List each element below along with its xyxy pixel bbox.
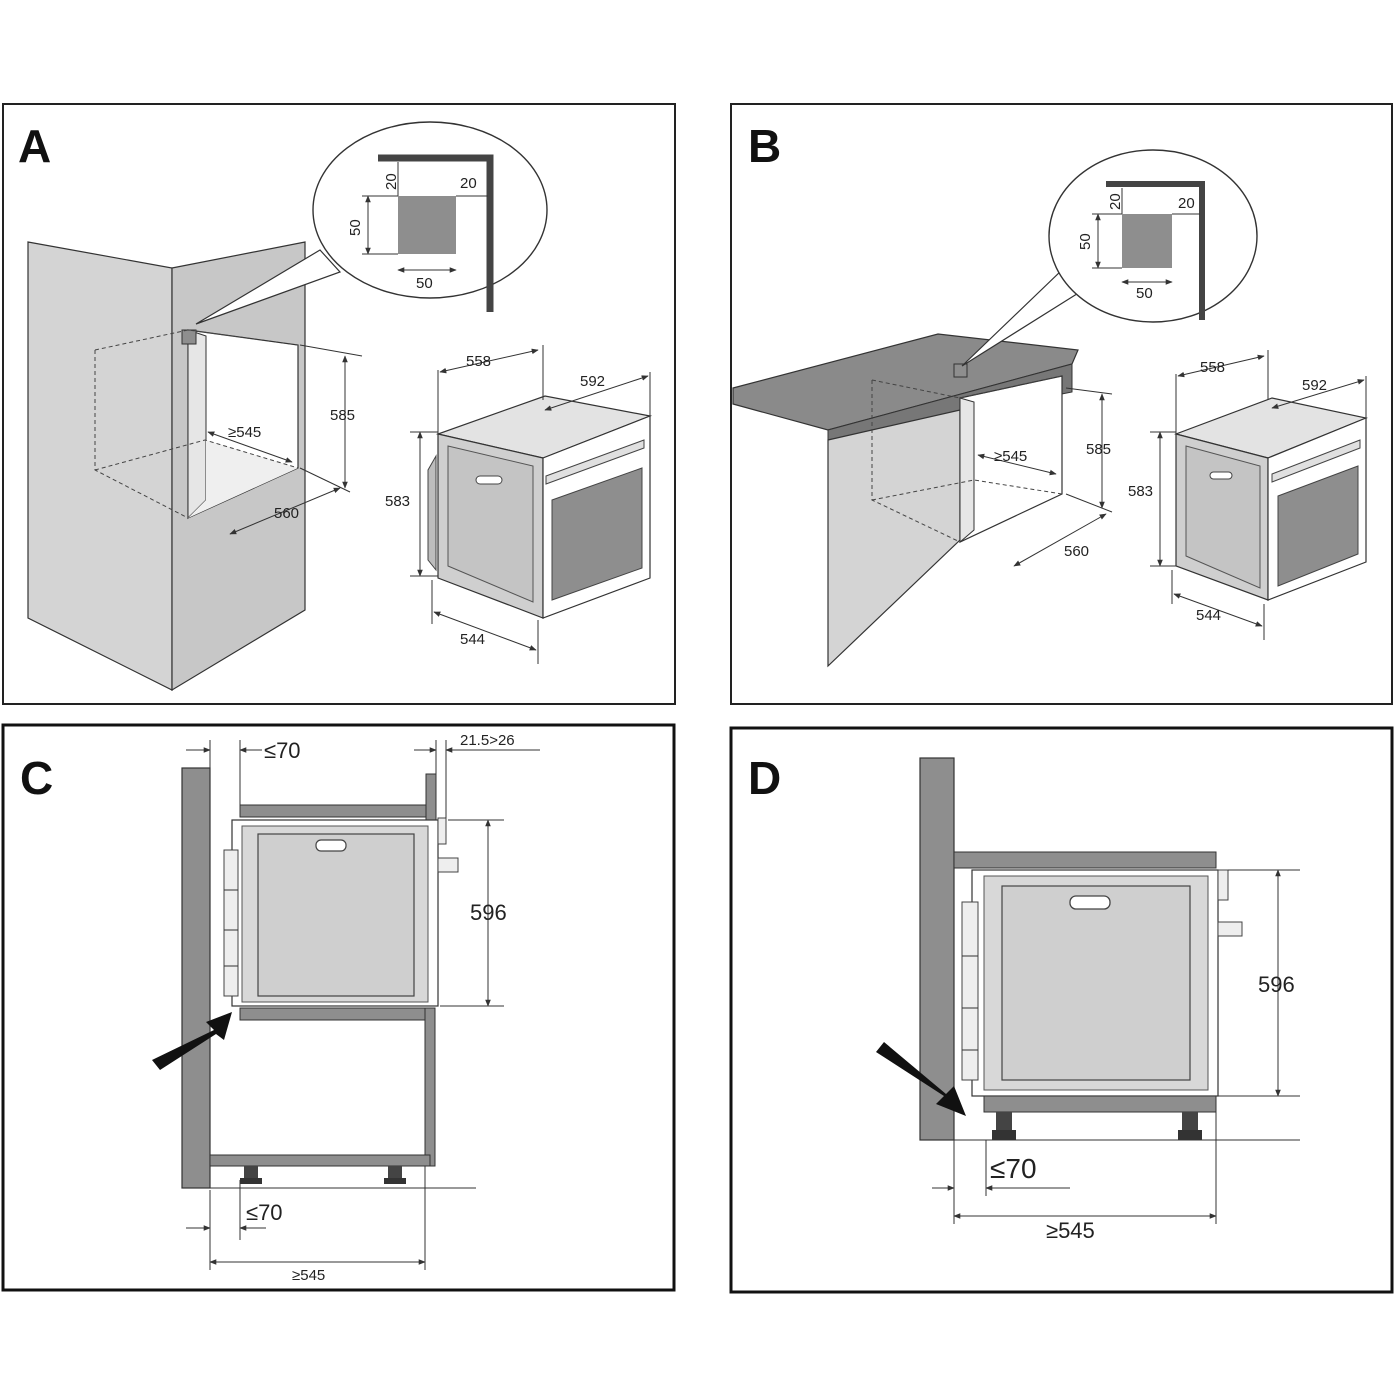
top-shelf bbox=[239, 804, 427, 818]
oven-depth-label-b: 592 bbox=[1302, 377, 1327, 394]
top-right-label: 21.5>26 bbox=[460, 732, 515, 749]
oven-depth-label: 592 bbox=[580, 373, 605, 390]
detail-right-label: 20 bbox=[460, 175, 477, 192]
bottom-gap-label-c: ≤70 bbox=[246, 1200, 283, 1225]
niche-depth-label: 560 bbox=[274, 505, 299, 522]
detail-side-label-b: 50 bbox=[1077, 233, 1094, 250]
panel-d-letter: D bbox=[748, 752, 781, 804]
detail-bottom-label: 50 bbox=[416, 275, 433, 292]
niche-width-label: ≥545 bbox=[228, 424, 261, 441]
vent-cutout bbox=[181, 329, 197, 345]
detail-bubble: 20 20 50 50 bbox=[195, 121, 548, 325]
oven-width-label: 558 bbox=[466, 353, 491, 370]
vent-cutout-b bbox=[953, 363, 968, 378]
panel-b-letter: B bbox=[748, 120, 781, 172]
niche-width-label-b: ≥545 bbox=[994, 448, 1027, 465]
top-gap-label: ≤70 bbox=[264, 738, 301, 763]
pointer-arrow-d bbox=[876, 1042, 966, 1116]
pointer-arrow-c bbox=[152, 1012, 232, 1070]
back-wall-d bbox=[919, 757, 955, 1141]
oven-base-label-b: 544 bbox=[1196, 607, 1221, 624]
detail-bottom-label-b: 50 bbox=[1136, 285, 1153, 302]
height-label-d: 596 bbox=[1258, 972, 1295, 997]
back-wall bbox=[181, 767, 211, 1189]
detail-side-label: 50 bbox=[347, 219, 364, 236]
oven-handle-d bbox=[1069, 895, 1111, 910]
niche-height-label: 585 bbox=[330, 407, 355, 424]
panel-b: B ≥545 585 560 bbox=[730, 103, 1393, 705]
detail-bubble-b: 20 20 50 50 bbox=[961, 149, 1258, 367]
oven-width-label-b: 558 bbox=[1200, 359, 1225, 376]
oven-height-label-b: 583 bbox=[1128, 483, 1153, 500]
oven-base-label: 544 bbox=[460, 631, 485, 648]
tall-cabinet bbox=[27, 241, 306, 692]
detail-top-label: 20 bbox=[383, 173, 400, 190]
panel-a: A ≥545 585 560 bbox=[2, 103, 676, 705]
niche-depth-label-b: 560 bbox=[1064, 543, 1089, 560]
oven-height-label: 583 bbox=[385, 493, 410, 510]
gap-label-d: ≤70 bbox=[990, 1153, 1037, 1184]
height-label-c: 596 bbox=[470, 900, 507, 925]
panel-c: C ≤70 bbox=[1, 723, 676, 1292]
worktop-d bbox=[953, 851, 1217, 869]
niche-height-label-b: 585 bbox=[1086, 441, 1111, 458]
oven-handle-c bbox=[315, 839, 347, 852]
oven-iso bbox=[427, 395, 653, 619]
width-label-d: ≥545 bbox=[1046, 1218, 1095, 1243]
detail-top-label-b: 20 bbox=[1107, 193, 1124, 210]
vent-detail bbox=[398, 196, 456, 254]
bottom-width-label-c: ≥545 bbox=[292, 1267, 325, 1284]
detail-right-label-b: 20 bbox=[1178, 195, 1195, 212]
vent-detail-b bbox=[1122, 214, 1172, 268]
panel-c-letter: C bbox=[20, 752, 53, 804]
oven-iso-b bbox=[1174, 397, 1369, 601]
panel-d: D 596 ≤70 ≥545 bbox=[729, 726, 1394, 1294]
panel-a-letter: A bbox=[18, 120, 51, 172]
